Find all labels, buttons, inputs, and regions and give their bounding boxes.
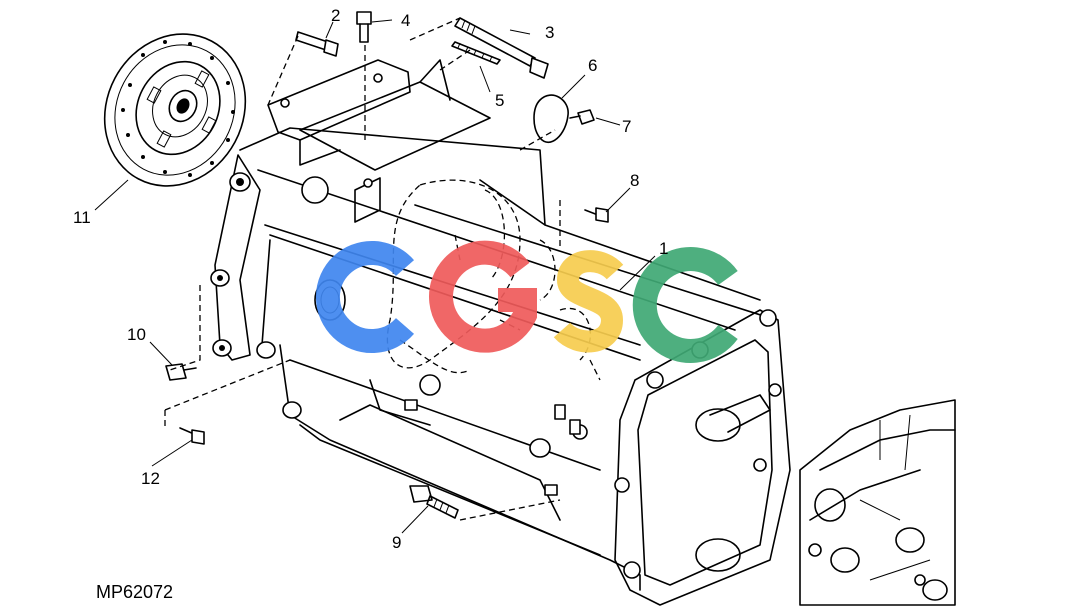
bolt-part-4 [356, 11, 372, 43]
callout-9: 9 [392, 533, 401, 552]
adjacent-housing-partial [799, 399, 956, 606]
cap-screw-part-12 [179, 427, 205, 445]
callout-7: 7 [622, 117, 631, 136]
callout-3: 3 [545, 23, 554, 42]
pin-part-5 [451, 41, 501, 65]
long-bolt-part-3 [454, 17, 549, 79]
callout-8: 8 [630, 171, 639, 190]
callout-1: 1 [659, 239, 668, 258]
clutch-disc-part-11 [103, 33, 247, 187]
cap-screw-part-8 [584, 207, 609, 223]
callout-10: 10 [127, 325, 146, 344]
leader-lines [94, 19, 656, 534]
callout-4: 4 [401, 11, 410, 30]
callout-12: 12 [141, 469, 160, 488]
callout-5: 5 [495, 91, 504, 110]
cap-screw-part-7 [569, 109, 595, 125]
callout-6: 6 [588, 56, 597, 75]
callout-11: 11 [73, 208, 91, 227]
callout-labels: 1 2 3 4 5 6 7 8 9 10 11 12 [73, 6, 668, 552]
cover-plate-part-6 [533, 94, 569, 144]
assembly-guide-lines [164, 17, 561, 521]
bolt-part-9 [409, 485, 459, 519]
bolt-part-2 [295, 31, 339, 57]
watermark-cgsc [315, 240, 738, 363]
cap-screw-part-10 [165, 363, 197, 381]
figure-code: MP62072 [96, 582, 173, 602]
callout-2: 2 [331, 6, 340, 25]
